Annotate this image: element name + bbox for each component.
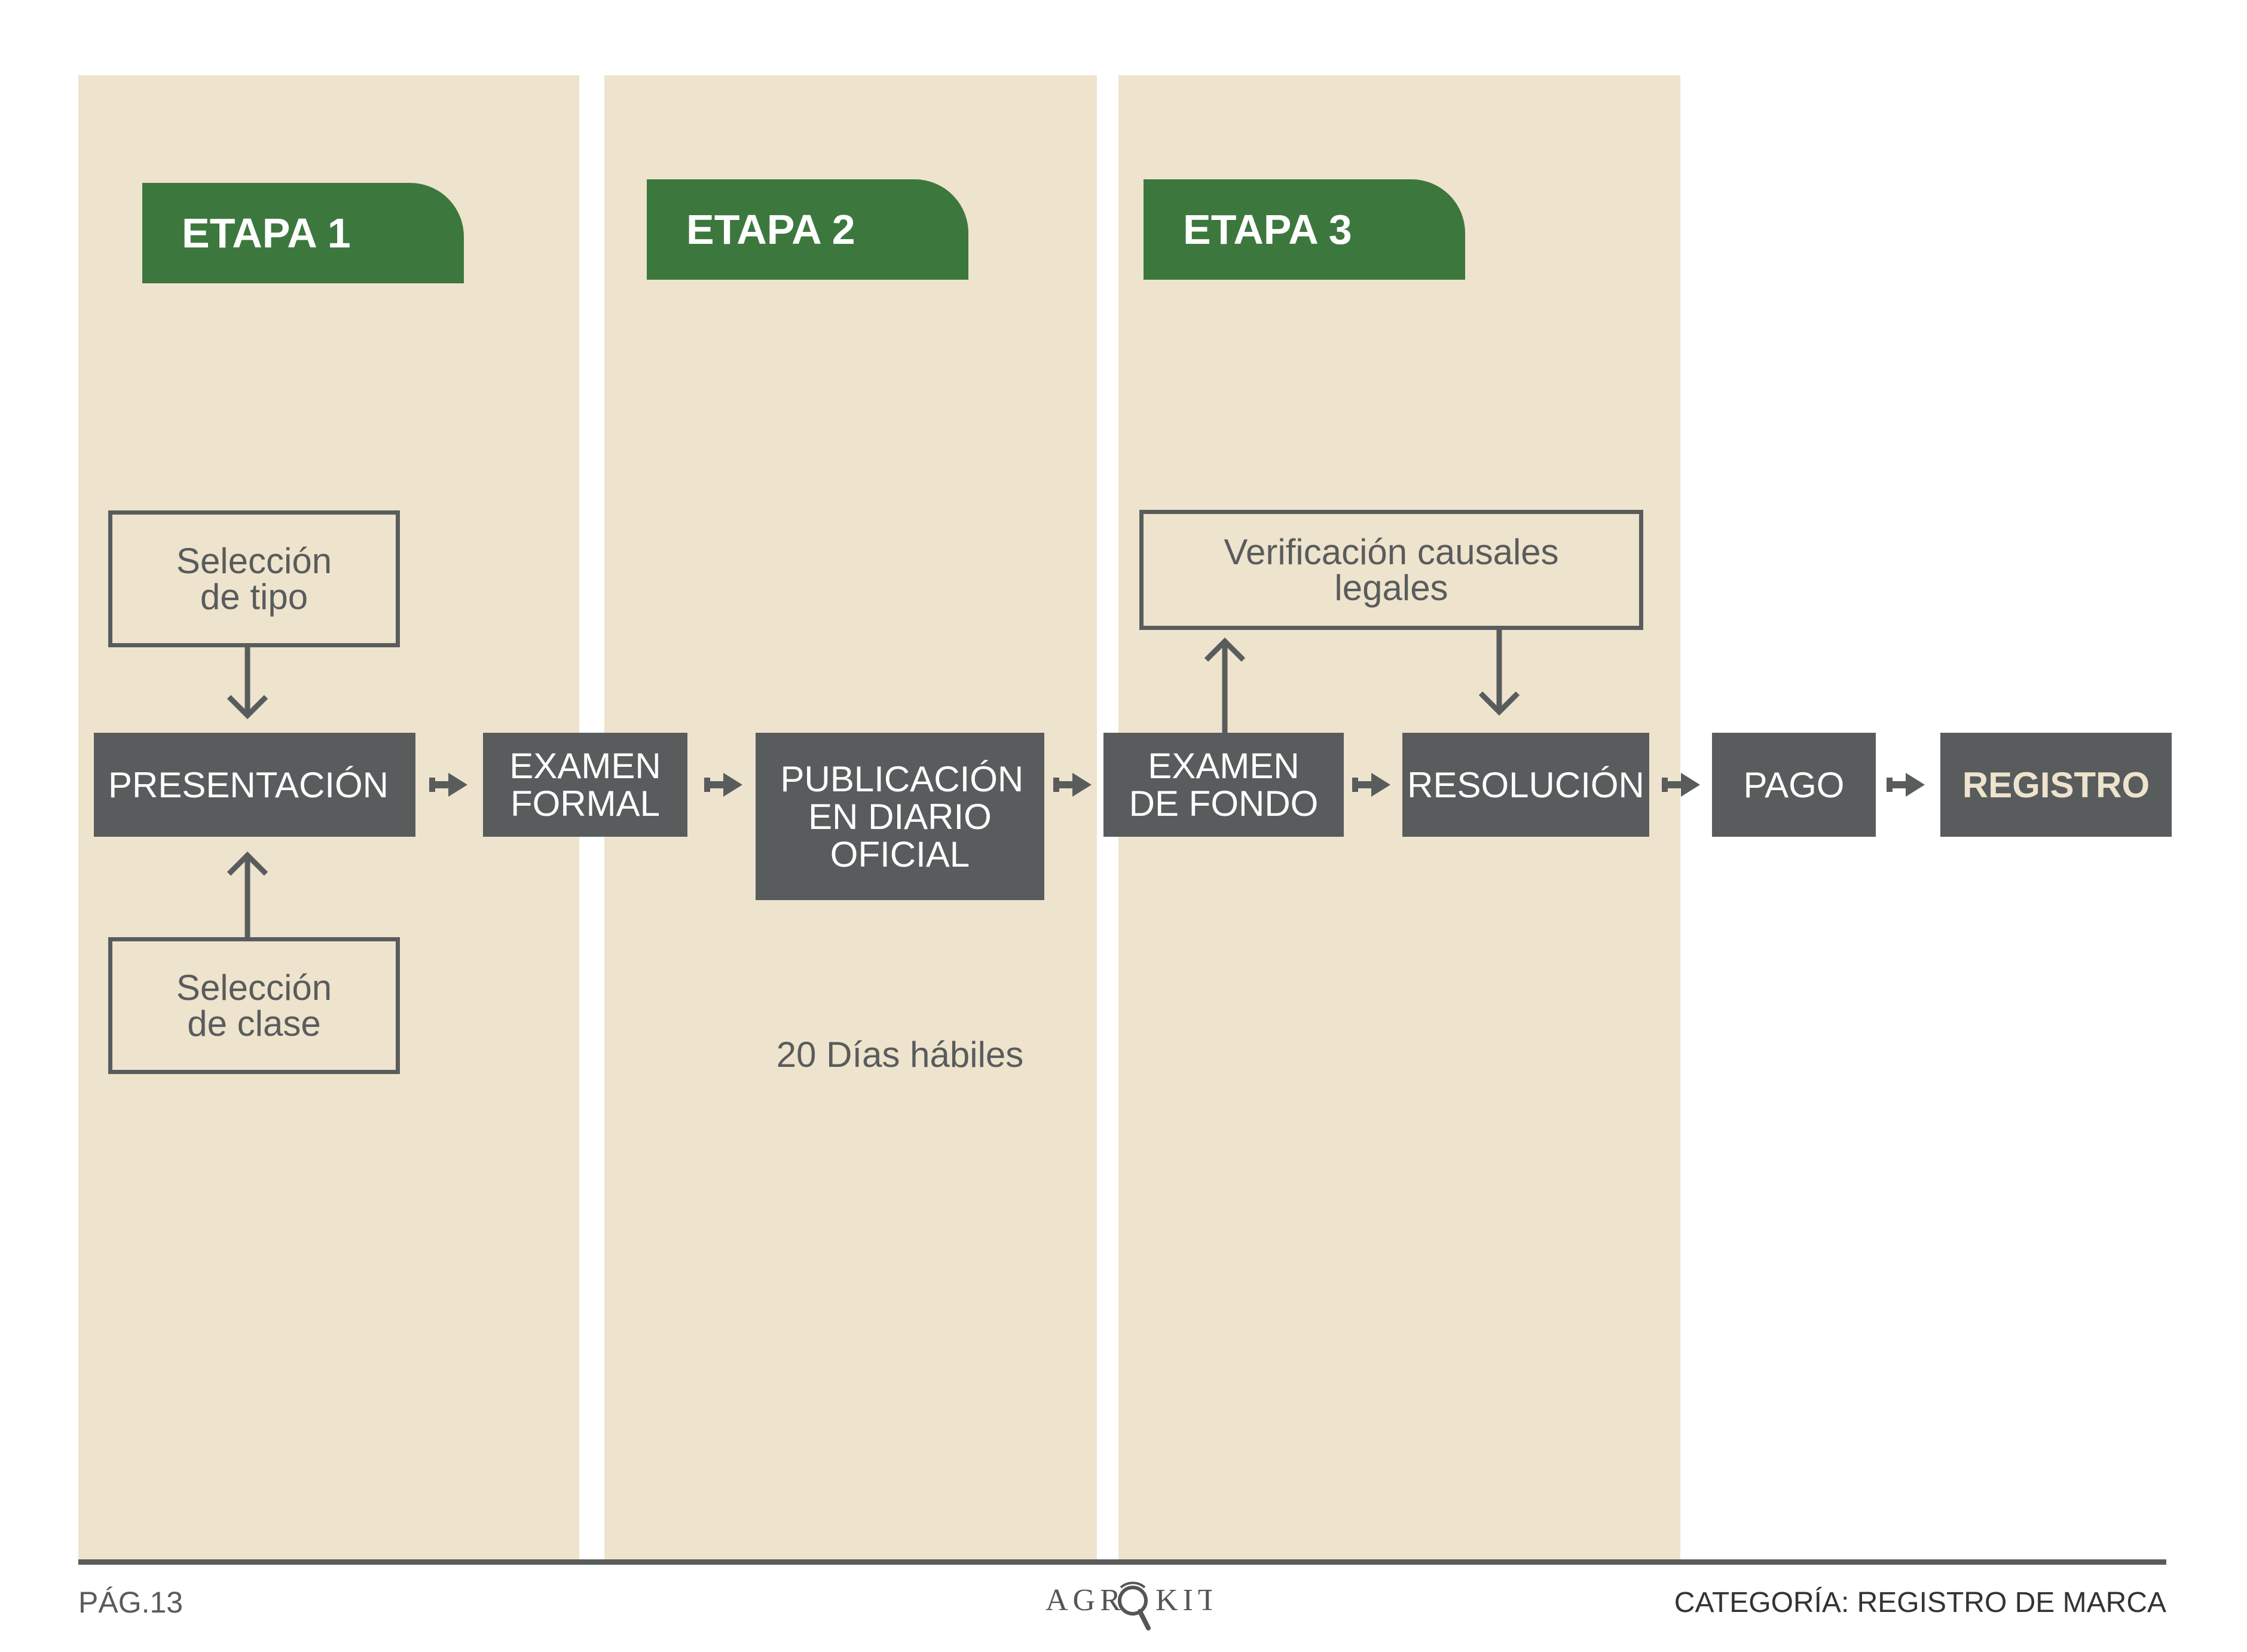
seleccion-tipo-box: Selección de tipo [108, 510, 400, 647]
arrow-pago-to-registro [1887, 773, 1925, 797]
verificacion-causales-box: Verificación causales legales [1139, 510, 1643, 630]
category-label: CATEGORÍA: REGISTRO DE MARCA [1674, 1587, 2166, 1619]
step-resolucion-label: RESOLUCIÓN [1407, 764, 1644, 805]
stage-2-tag: ETAPA 2 [647, 179, 968, 280]
step-pago: PAGO [1712, 733, 1876, 837]
footer-divider [78, 1559, 2166, 1565]
stage-1-tag: ETAPA 1 [142, 183, 464, 283]
arrow-resolucion-to-pago [1662, 773, 1700, 797]
arrow-fondo-to-verificacion [1204, 637, 1246, 733]
step-examen-fondo-label: EXAMEN DE FONDO [1129, 746, 1319, 824]
step-examen-fondo: EXAMEN DE FONDO [1103, 733, 1344, 837]
arrow-presentacion-to-examen-formal [429, 773, 467, 797]
logo-text: AGR [1045, 1583, 1126, 1617]
duration-note: 20 Días hábiles [776, 1035, 1024, 1075]
step-resolucion: RESOLUCIÓN [1402, 733, 1649, 837]
arrow-examen-fondo-to-resolucion [1352, 773, 1390, 797]
step-pago-label: PAGO [1743, 764, 1845, 805]
step-examen-formal-label: EXAMEN FORMAL [509, 746, 661, 824]
verificacion-causales-label: Verificación causales legales [1224, 531, 1559, 608]
agrokit-logo: AGR KIT [1045, 1581, 1212, 1630]
step-presentacion: PRESENTACIÓN [94, 733, 415, 837]
step-registro-label: REGISTRO [1962, 764, 2150, 805]
page-number: PÁG.13 [78, 1586, 184, 1619]
step-examen-formal: EXAMEN FORMAL [483, 733, 687, 837]
step-presentacion-label: PRESENTACIÓN [108, 764, 389, 805]
magnifier-icon [1118, 1581, 1151, 1630]
seleccion-clase-box: Selección de clase [108, 937, 400, 1074]
arrow-verificacion-to-resolucion [1478, 630, 1520, 716]
arrow-clase-to-presentacion [227, 851, 268, 937]
step-publicacion: PUBLICACIÓN EN DIARIO OFICIAL [756, 733, 1044, 900]
step-registro: REGISTRO [1940, 733, 2172, 837]
step-publicacion-label: PUBLICACIÓN EN DIARIO OFICIAL [780, 758, 1024, 874]
arrow-publicacion-to-examen-fondo [1053, 773, 1092, 797]
svg-text:KIT: KIT [1155, 1583, 1212, 1617]
arrow-examen-formal-to-publicacion [704, 773, 742, 797]
arrow-tipo-to-presentacion [227, 647, 268, 720]
stage-3-tag: ETAPA 3 [1144, 179, 1465, 280]
seleccion-tipo-label: Selección de tipo [176, 540, 332, 617]
seleccion-clase-label: Selección de clase [176, 967, 332, 1044]
